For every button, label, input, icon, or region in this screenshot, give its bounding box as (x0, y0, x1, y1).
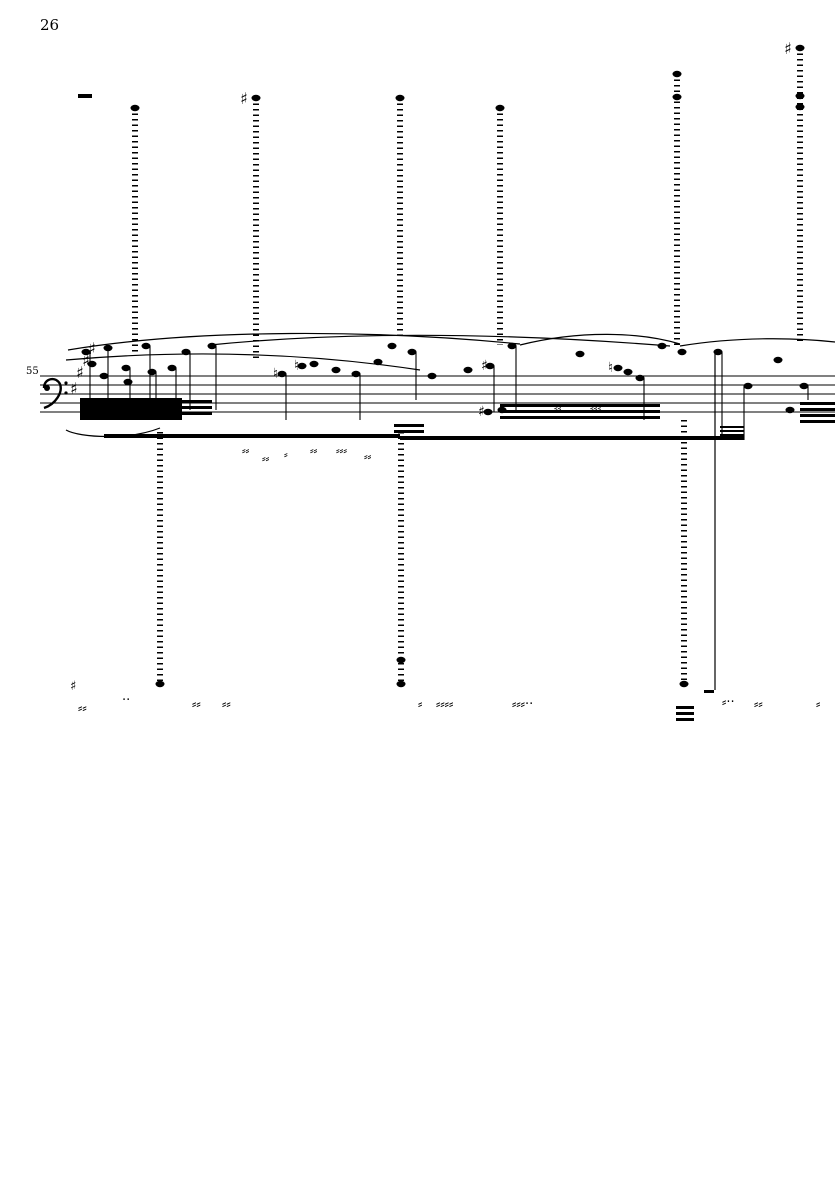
svg-text:⸗: ⸗ (816, 697, 820, 712)
staff-notes (81, 342, 809, 416)
beams (80, 398, 835, 721)
svg-text:♯: ♯ (70, 679, 76, 694)
svg-text:♮: ♮ (273, 366, 278, 382)
svg-text:⸗: ⸗ (284, 448, 288, 461)
key-signature: ♯ ♯ ♯ ♯ (70, 339, 96, 398)
svg-text:♯: ♯ (88, 339, 96, 358)
svg-text:♯: ♯ (481, 358, 488, 374)
svg-text:⸗⸗: ⸗⸗ (554, 402, 562, 415)
svg-text:⸗⸗: ⸗⸗ (222, 697, 231, 712)
measure-number: 55 (26, 366, 39, 377)
svg-text:⸗: ⸗ (418, 697, 422, 712)
low-ledger-column-3 (679, 350, 716, 690)
svg-text:♮: ♮ (294, 358, 299, 374)
svg-text:⸗⸗: ⸗⸗ (310, 444, 318, 457)
svg-text:⸗⸗: ⸗⸗ (78, 701, 87, 716)
svg-text:⸗⸗: ⸗⸗ (364, 450, 372, 463)
svg-text:⸗··: ⸗·· (722, 695, 735, 710)
ledger-column-5 (672, 70, 682, 345)
rests-mid: ⸗⸗ ⸗⸗ ⸗ ⸗⸗ ⸗⸗⸗ ⸗⸗ ⸗⸗ ⸗⸗⸗ (242, 402, 601, 465)
ledger-column-3 (395, 94, 405, 340)
svg-text:♮: ♮ (608, 360, 613, 376)
svg-text:♯: ♯ (240, 89, 248, 108)
svg-text:♯: ♯ (70, 379, 78, 398)
svg-text:⸗⸗: ⸗⸗ (242, 444, 250, 457)
svg-text:⸗⸗⸗: ⸗⸗⸗ (336, 444, 347, 457)
low-ledger-column-1 (155, 432, 165, 688)
svg-text:⸗⸗⸗··: ⸗⸗⸗·· (512, 697, 533, 712)
svg-text:⸗⸗: ⸗⸗ (262, 452, 270, 465)
accidentals: ♮ ♮ ♯ ♯ ♮ (273, 358, 613, 420)
low-ledger-column-2 (396, 432, 406, 688)
svg-text:⸗⸗⸗: ⸗⸗⸗ (590, 402, 601, 415)
stems (89, 346, 809, 440)
svg-text:♯: ♯ (478, 404, 485, 420)
rests-bottom: ♯ ⸗⸗ ·· ⸗⸗ ⸗⸗ ⸗ ⸗⸗⸗⸗ ⸗⸗⸗·· ⸗·· ⸗⸗ ⸗ (70, 679, 820, 716)
svg-text:⸗⸗⸗⸗: ⸗⸗⸗⸗ (436, 697, 453, 712)
bass-clef-icon (42, 377, 68, 410)
page-number: 26 (40, 16, 60, 34)
svg-text:⸗⸗: ⸗⸗ (192, 697, 201, 712)
ledger-column-4 (495, 104, 505, 345)
ledger-column-6: ♯ (784, 39, 805, 345)
svg-text:··: ·· (122, 693, 130, 708)
ledger-column-1 (130, 104, 140, 355)
ledger-column-2: ♯ (240, 89, 261, 360)
svg-text:⸗⸗: ⸗⸗ (754, 697, 763, 712)
svg-text:♯: ♯ (76, 363, 84, 382)
slurs (65, 332, 835, 438)
rest-top (78, 94, 92, 98)
svg-text:♯: ♯ (784, 39, 792, 58)
svg-text:♯: ♯ (82, 351, 90, 370)
